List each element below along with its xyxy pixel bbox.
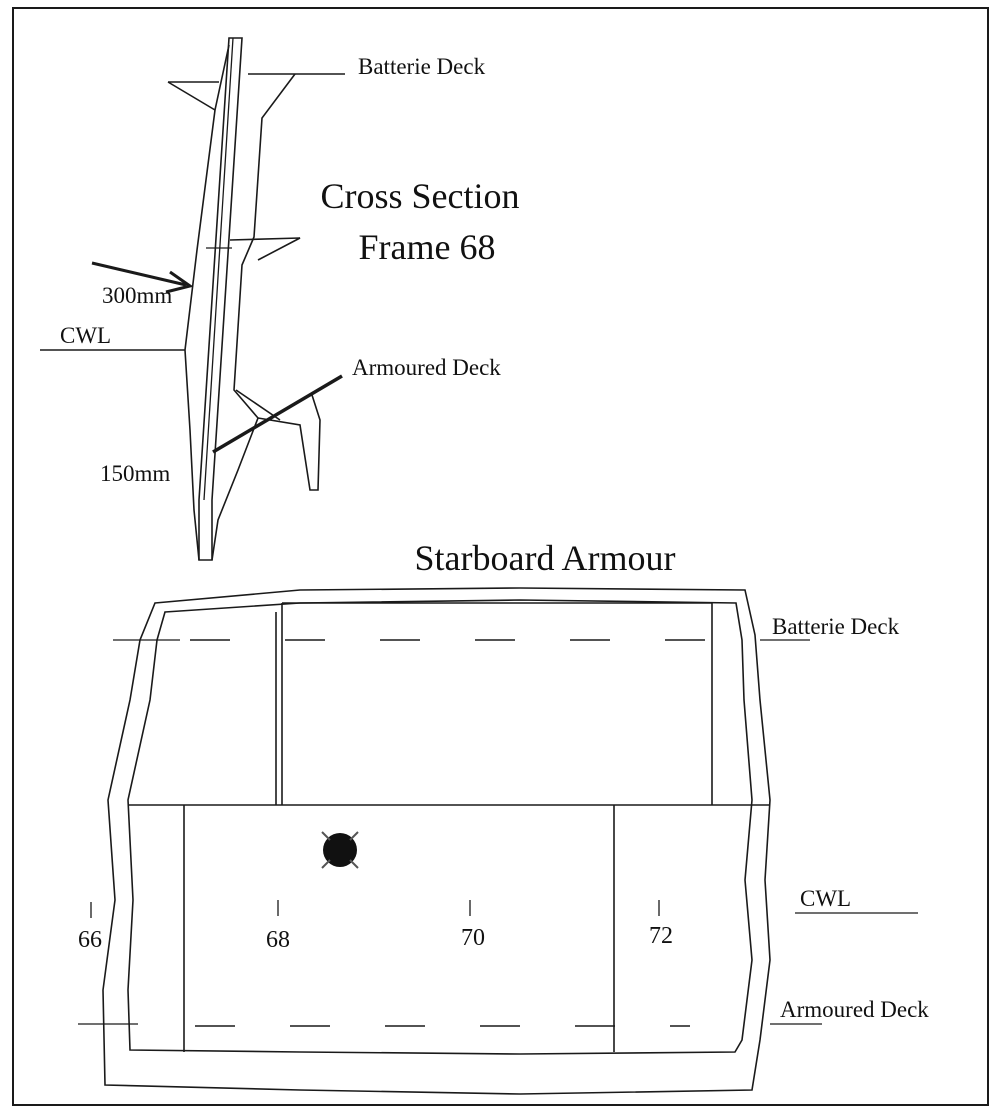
label-batterie-deck-armour: Batterie Deck xyxy=(772,614,900,639)
frame-border xyxy=(12,7,989,1106)
section-title-line2: Frame 68 xyxy=(359,227,496,267)
label-150mm: 150mm xyxy=(100,461,170,486)
upper-strake-plate xyxy=(282,602,713,805)
armoured-deck-leader xyxy=(212,374,343,454)
cross-section-drawing xyxy=(40,37,345,561)
label-armoured-deck-armour: Armoured Deck xyxy=(780,997,929,1022)
armoured-deck-slope xyxy=(257,394,321,491)
mid-deck-shelf xyxy=(229,237,301,261)
label-cwl-armour: CWL xyxy=(800,886,851,911)
label-armoured-deck-section: Armoured Deck xyxy=(352,355,501,380)
arrowhead-icon xyxy=(165,270,194,294)
frame-label-70: 70 xyxy=(461,925,485,951)
batterie-bracket-slope xyxy=(167,81,216,111)
armour-title: Starboard Armour xyxy=(415,538,676,578)
frame-label-72: 72 xyxy=(649,923,673,949)
hull-outer-skin xyxy=(184,44,230,561)
thickness-arrow xyxy=(91,261,187,287)
label-batterie-deck-section: Batterie Deck xyxy=(358,54,486,79)
label-cwl-section: CWL xyxy=(60,323,111,348)
shell-hit-icon xyxy=(321,831,359,869)
plate-inner-line xyxy=(203,37,234,501)
frame-label-68: 68 xyxy=(266,927,290,953)
section-title-line1: Cross Section xyxy=(320,176,519,216)
armour-elevation xyxy=(78,587,918,1095)
label-300mm: 300mm xyxy=(102,283,172,308)
armour-outline-outer xyxy=(102,587,771,1095)
frame-label-66: 66 xyxy=(78,927,102,953)
armour-outline-inner xyxy=(127,599,753,1055)
inner-backing xyxy=(211,73,296,561)
